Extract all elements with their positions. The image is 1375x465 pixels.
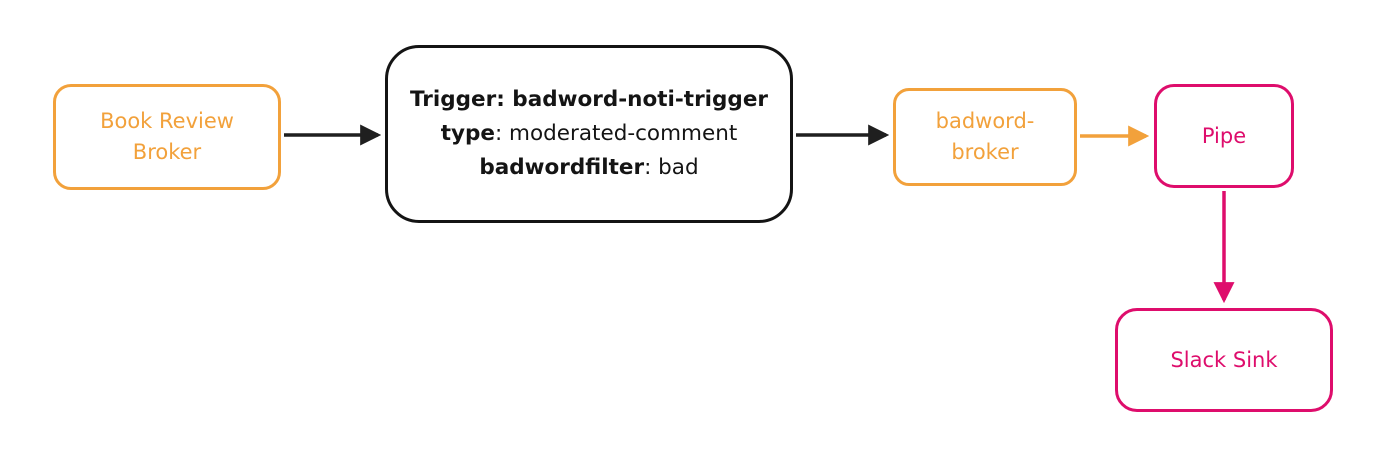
trigger-filter-value: : bad: [644, 155, 699, 180]
node-slack-sink-label: Slack Sink: [1170, 347, 1278, 372]
trigger-title: Trigger: badword-noti-trigger: [409, 87, 769, 112]
trigger-filter-line: badwordfilter: bad: [479, 151, 698, 185]
node-pipe: Pipe: [1154, 84, 1294, 188]
node-pipe-label: Pipe: [1201, 123, 1247, 148]
node-book-review-broker: Book Review Broker: [53, 84, 281, 190]
node-badword-broker: badword- broker: [893, 88, 1077, 186]
node-badword-broker-label-line1: badword-: [935, 109, 1035, 133]
node-book-review-broker-label-line1: Book Review: [100, 109, 234, 133]
trigger-type-value: : moderated-comment: [494, 121, 738, 146]
node-trigger-filter: Trigger: badword-noti-trigger type: mode…: [385, 45, 793, 223]
trigger-type-key: type: [440, 121, 495, 146]
node-book-review-broker-label-line2: Broker: [132, 140, 202, 164]
node-slack-sink: Slack Sink: [1115, 308, 1333, 412]
node-badword-broker-label-line2: broker: [951, 140, 1019, 164]
trigger-filter-key: badwordfilter: [479, 155, 645, 180]
trigger-type-line: type: moderated-comment: [441, 117, 738, 151]
